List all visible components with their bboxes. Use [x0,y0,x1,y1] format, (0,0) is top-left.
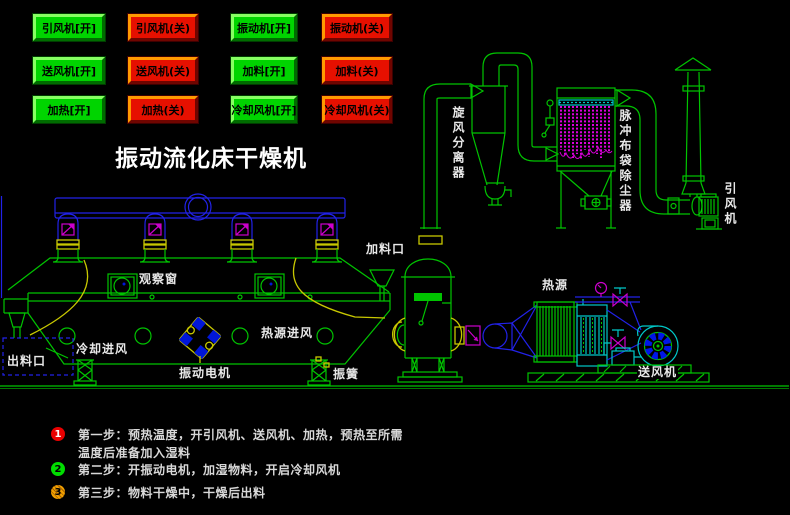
vibration-springs [73,356,331,386]
button-feed-on[interactable]: 加料[开] [231,57,297,84]
button-cooling-fan-on[interactable]: 冷却风机[开] [231,96,297,123]
button-heat-on[interactable]: 加热[开] [33,96,105,123]
button-vibrator-off[interactable]: 振动机(关) [322,14,392,41]
riser-duct [226,213,258,263]
riser-duct [139,213,171,263]
step-1-text-line2: 温度后准备加入湿料 [78,446,191,460]
button-blower-on[interactable]: 送风机[开] [33,57,105,84]
riser-duct [311,213,343,263]
ground-line [0,196,789,389]
feed-vessel [391,82,538,383]
cyclone-separator [469,52,557,206]
label-induced-fan: 引风机 [723,182,737,227]
step-2-badge: 2 [51,462,65,476]
label-observation-window: 观察窗 [139,272,179,286]
blower-fan [597,325,692,374]
label-vibration-spring: 振簧 [333,367,360,381]
button-vibrator-on[interactable]: 振动机[开] [231,14,297,41]
induced-fan-stack [674,57,722,230]
button-heat-off[interactable]: 加热(关) [128,96,198,123]
button-blower-off[interactable]: 送风机(关) [128,57,198,84]
dryer-manifold [54,193,346,221]
button-cooling-fan-off[interactable]: 冷却风机(关) [322,96,392,123]
step-1-badge: 1 [51,427,65,441]
button-induced-fan-off[interactable]: 引风机(关) [128,14,198,41]
label-discharge-port: 出料口 [7,354,47,368]
label-heat-source: 热源 [542,278,569,292]
label-blower-fan: 送风机 [637,365,679,380]
button-feed-off[interactable]: 加料(关) [322,57,392,84]
step-3-text: 第三步：物料干燥中，干燥后出料 [78,486,266,500]
button-induced-fan-on[interactable]: 引风机[开] [33,14,105,41]
vibration-motor [178,316,222,363]
equipment-platform [527,372,710,383]
discharge-port-box [2,337,74,376]
step-1-text: 第一步：预热温度，开引风机、送风机、加热，预热至所需 [78,428,404,442]
step-2-text: 第二步：开振动电机，加湿物料，开启冷却风机 [78,463,341,477]
baghouse-filter [541,87,690,229]
riser-duct [52,213,84,263]
label-cooling-air-inlet: 冷却进风 [76,342,129,356]
label-baghouse: 脉冲布袋除尘器 [618,109,632,214]
page-title: 振动流化床干燥机 [115,146,307,172]
label-heat-air-inlet: 热源进风 [261,326,314,340]
label-vibration-motor: 振动电机 [179,366,232,380]
label-cyclone-separator: 旋风分离器 [451,106,465,181]
label-feed-port: 加料口 [366,242,406,256]
step-3-badge: 3 [51,485,65,499]
heat-source-unit [533,281,642,367]
